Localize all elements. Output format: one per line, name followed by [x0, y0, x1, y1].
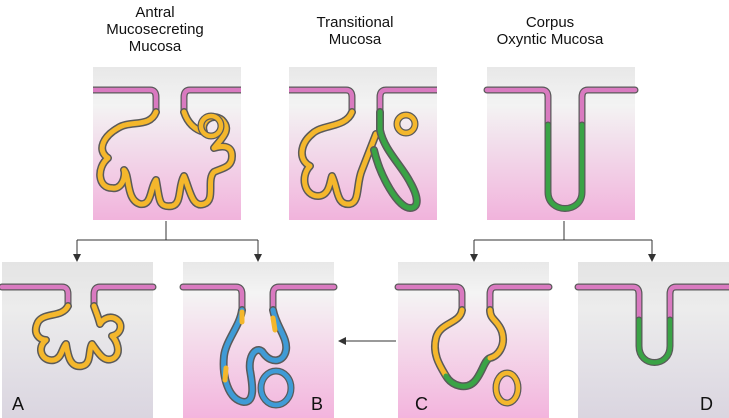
- panel-corpus: [483, 67, 639, 220]
- panel-a: [0, 262, 157, 418]
- panel-antral: [93, 67, 241, 220]
- panel-label-d: D: [700, 394, 713, 414]
- connector-corpus-to-c-d: [470, 221, 656, 262]
- title-corpus-oxyntic-mucosa: Corpus Oxyntic Mucosa: [496, 14, 604, 48]
- panel-transitional: [289, 67, 437, 220]
- title-antral-mucosa: Antral Mucosecreting Mucosa: [106, 4, 204, 55]
- panel-b: [179, 262, 338, 418]
- panel-label-c: C: [415, 394, 428, 414]
- connector-antral-to-a-b: [73, 221, 262, 262]
- panel-label-a: A: [12, 394, 25, 414]
- panel-c: [394, 262, 553, 418]
- panel-label-b: B: [311, 394, 324, 414]
- panel-d: [574, 262, 729, 418]
- title-transitional-mucosa: Transitional Mucosa: [316, 14, 394, 48]
